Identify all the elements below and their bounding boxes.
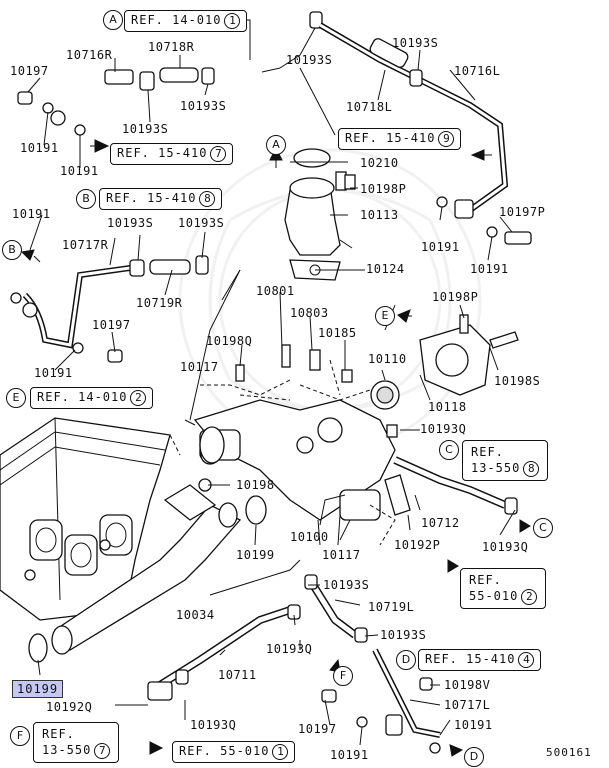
part-label[interactable]: 10717L	[444, 698, 491, 712]
small-parts	[198, 174, 398, 525]
part-label[interactable]: 10193S	[122, 122, 169, 136]
part-label[interactable]: 10198P	[360, 182, 407, 196]
part-label[interactable]: 10193S	[286, 53, 333, 67]
part-label[interactable]: 10198S	[494, 374, 541, 388]
callout-f: F	[10, 726, 30, 746]
part-label[interactable]: 10197	[10, 64, 49, 78]
part-label[interactable]: 10191	[421, 240, 460, 254]
leader-lines	[27, 18, 516, 746]
part-label[interactable]: 10712	[421, 516, 460, 530]
part-label[interactable]: 10191	[454, 718, 493, 732]
callout-a: A	[103, 10, 123, 30]
part-label[interactable]: 10193Q	[420, 422, 467, 436]
part-label[interactable]: 10113	[360, 208, 399, 222]
part-label[interactable]: 10199	[236, 548, 275, 562]
part-label[interactable]: 10719R	[136, 296, 183, 310]
manifold-10100-drawing	[193, 399, 411, 521]
part-label[interactable]: 10210	[360, 156, 399, 170]
part-label[interactable]: 10193Q	[482, 540, 529, 554]
guide-lines	[169, 359, 396, 546]
part-label[interactable]: 10193S	[380, 628, 427, 642]
part-label[interactable]: 10191	[60, 164, 99, 178]
part-label[interactable]: 10198P	[432, 290, 479, 304]
callout-b-target: B	[2, 240, 22, 260]
part-label[interactable]: 10193Q	[266, 642, 313, 656]
part-label[interactable]: 10191	[12, 207, 51, 221]
callout-a-target: A	[266, 135, 286, 155]
part-label[interactable]: 10191	[470, 262, 509, 276]
part-label[interactable]: 10117	[180, 360, 219, 374]
part-label[interactable]: 10716L	[454, 64, 501, 78]
part-label[interactable]: 10193S	[178, 216, 225, 230]
part-label[interactable]: 10124	[366, 262, 405, 276]
callout-b: B	[76, 189, 96, 209]
part-label[interactable]: 10100	[290, 530, 329, 544]
part-label[interactable]: 10801	[256, 284, 295, 298]
callout-f-target: F	[333, 666, 353, 686]
callout-c: C	[439, 440, 459, 460]
part-label[interactable]: 10191	[34, 366, 73, 380]
part-label[interactable]: 10117	[322, 548, 361, 562]
part-label[interactable]: 10192Q	[46, 700, 93, 714]
callout-c-target: C	[533, 518, 553, 538]
part-label[interactable]: 10193S	[180, 99, 227, 113]
part-label[interactable]: 10191	[20, 141, 59, 155]
upper-right-hoses	[309, 11, 532, 245]
part-label[interactable]: 10716R	[66, 48, 113, 62]
part-label[interactable]: 10718L	[346, 100, 393, 114]
part-label[interactable]: 10198V	[444, 678, 491, 692]
callout-d: D	[396, 650, 416, 670]
part-label[interactable]: 10193S	[323, 578, 370, 592]
part-label[interactable]: 10193Q	[190, 718, 237, 732]
part-label[interactable]: 10718R	[148, 40, 195, 54]
part-label[interactable]: 10197	[298, 722, 337, 736]
part-label[interactable]: 10034	[176, 608, 215, 622]
highlighted-part-label[interactable]: 10199	[12, 680, 64, 698]
part-label[interactable]: 10118	[428, 400, 467, 414]
part-label[interactable]: 10192P	[394, 538, 441, 552]
upper-left-hoses	[10, 67, 215, 363]
diagram-id: 500161	[546, 746, 592, 759]
pipe-10034-drawing	[28, 484, 265, 663]
part-label[interactable]: 10197P	[499, 205, 546, 219]
part-label[interactable]: 10193S	[107, 216, 154, 230]
callout-e: E	[6, 388, 26, 408]
part-label[interactable]: 10110	[368, 352, 407, 366]
water-outlet-10118-drawing	[370, 314, 519, 410]
callout-d-target: D	[464, 747, 484, 767]
part-label[interactable]: 10719L	[368, 600, 415, 614]
part-label[interactable]: 10803	[290, 306, 329, 320]
part-label[interactable]: 10193S	[392, 36, 439, 50]
part-label[interactable]: 10197	[92, 318, 131, 332]
part-label[interactable]: 10185	[318, 326, 357, 340]
part-label[interactable]: 10717R	[62, 238, 109, 252]
engine-block-drawing	[0, 417, 171, 621]
part-label[interactable]: 10198	[236, 478, 275, 492]
callout-e-target: E	[375, 306, 395, 326]
part-label[interactable]: 10191	[330, 748, 369, 762]
part-label[interactable]: 10198Q	[206, 334, 253, 348]
part-label[interactable]: 10711	[218, 668, 257, 682]
